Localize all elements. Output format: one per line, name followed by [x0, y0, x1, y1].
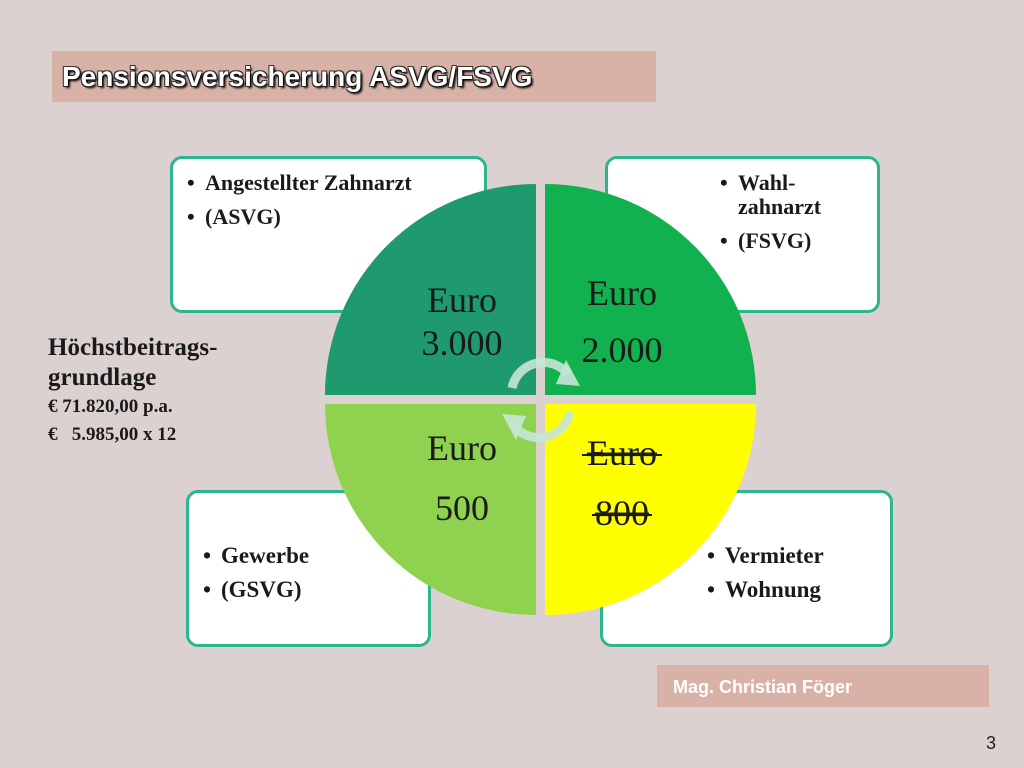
- quadrant-br-line1: Euro: [587, 433, 657, 473]
- quadrant-top-right: [545, 184, 756, 395]
- hoechstbeitragsgrundlage: Höchstbeitrags- grundlage € 71.820,00 p.…: [48, 333, 217, 449]
- title-bar: Pensionsversicherung ASVG/FSVG: [52, 51, 656, 102]
- page-number: 3: [985, 733, 996, 753]
- quadrant-bottom-left: [325, 404, 536, 615]
- monthly-value: € 5.985,00 x 12: [48, 424, 177, 445]
- heading-line1: Höchstbeitrags-: [48, 334, 218, 361]
- author-bar: Mag. Christian Föger: [657, 665, 989, 707]
- quadrant-tr-line1: Euro: [587, 273, 657, 313]
- card-item: (FSVG): [716, 229, 877, 254]
- quadrant-top-left: [325, 184, 536, 395]
- heading-line2: grundlage: [48, 364, 157, 391]
- annual-value: € 71.820,00 p.a.: [48, 396, 173, 417]
- card-item: Angestellter Zahnarzt: [183, 171, 484, 196]
- quadrant-tl-line1: Euro: [427, 280, 497, 320]
- quadrant-tl-line2: 3.000: [422, 323, 503, 363]
- cycle-arrows-icon: [502, 357, 580, 443]
- card-item: Wohnung: [703, 577, 890, 603]
- author-name: Mag. Christian Föger: [673, 677, 853, 697]
- card-item: (GSVG): [199, 577, 428, 603]
- quadrant-bottom-right: [545, 404, 756, 615]
- card-item: (ASVG): [183, 205, 484, 230]
- quadrant-br-line2: 800: [595, 493, 649, 533]
- card-item: Vermieter: [703, 543, 890, 569]
- quadrant-bl-line2: 500: [435, 488, 489, 528]
- slide-title: Pensionsversicherung ASVG/FSVG: [62, 61, 533, 92]
- quadrant-tr-line2: 2.000: [582, 330, 663, 370]
- quadrant-bl-line1: Euro: [427, 428, 497, 468]
- card-item: Wahl-zahnarzt: [716, 171, 877, 219]
- card-item: Gewerbe: [199, 543, 428, 569]
